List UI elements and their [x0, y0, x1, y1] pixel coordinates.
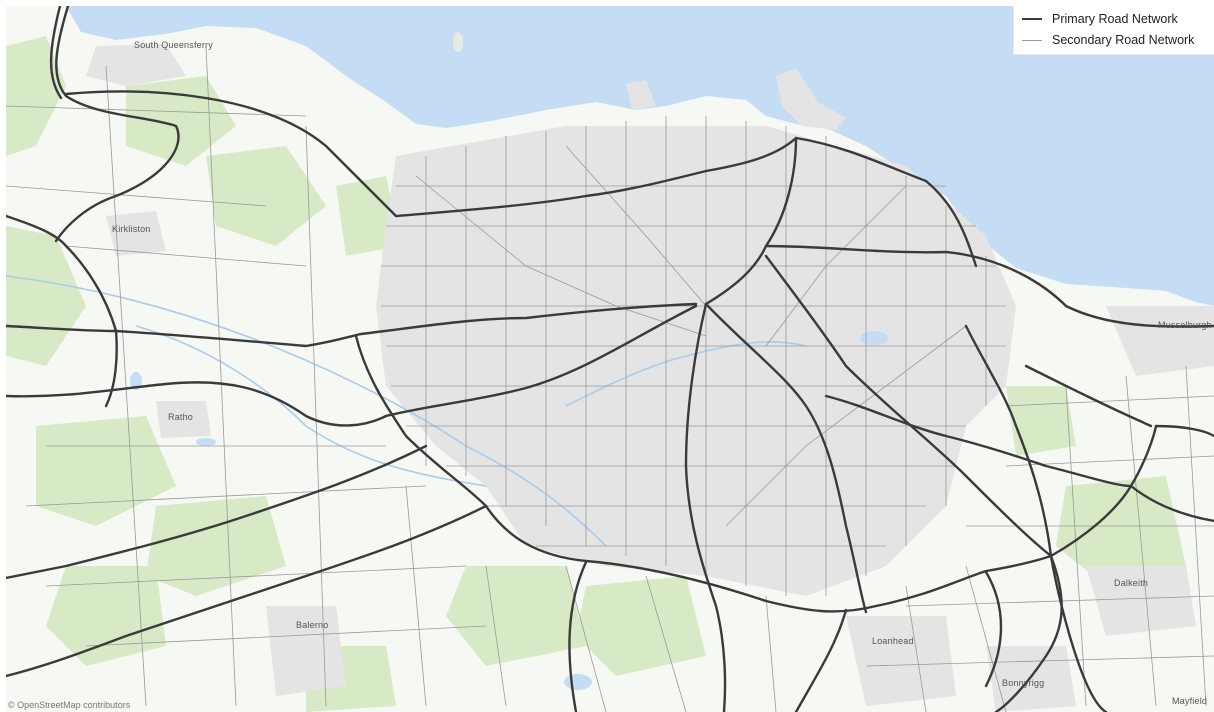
label-mayfield: Mayfield: [1172, 696, 1208, 706]
island: [453, 32, 463, 52]
primary-road-network: [6, 6, 1214, 712]
urban-areas: [86, 44, 1214, 712]
primary-road-swatch: [1022, 18, 1042, 20]
legend-primary-label: Primary Road Network: [1052, 12, 1178, 26]
sea-area: [66, 6, 1214, 306]
label-balerno: Balerno: [296, 620, 329, 630]
map-legend: Primary Road Network Secondary Road Netw…: [1013, 6, 1214, 55]
label-south-queensferry: South Queensferry: [134, 40, 213, 50]
label-bonnyrigg: Bonnyrigg: [1002, 678, 1045, 688]
map-canvas[interactable]: [6, 6, 1214, 712]
label-loanhead: Loanhead: [872, 636, 914, 646]
legend-secondary-label: Secondary Road Network: [1052, 33, 1195, 47]
legend-item-primary: Primary Road Network: [1022, 12, 1178, 26]
road-network-map[interactable]: South Queensferry Kirkliston Ratho Baler…: [6, 6, 1214, 712]
granton-harbour: [626, 80, 656, 110]
label-kirkliston: Kirkliston: [112, 224, 151, 234]
legend-item-secondary: Secondary Road Network: [1022, 33, 1194, 47]
map-attribution: © OpenStreetMap contributors: [8, 700, 131, 710]
green-areas: [6, 36, 1186, 712]
leith-docks: [776, 68, 846, 130]
label-ratho: Ratho: [168, 412, 194, 422]
label-dalkeith: Dalkeith: [1114, 578, 1149, 588]
label-musselburgh: Musselburgh: [1158, 320, 1212, 330]
secondary-road-swatch: [1022, 39, 1042, 41]
